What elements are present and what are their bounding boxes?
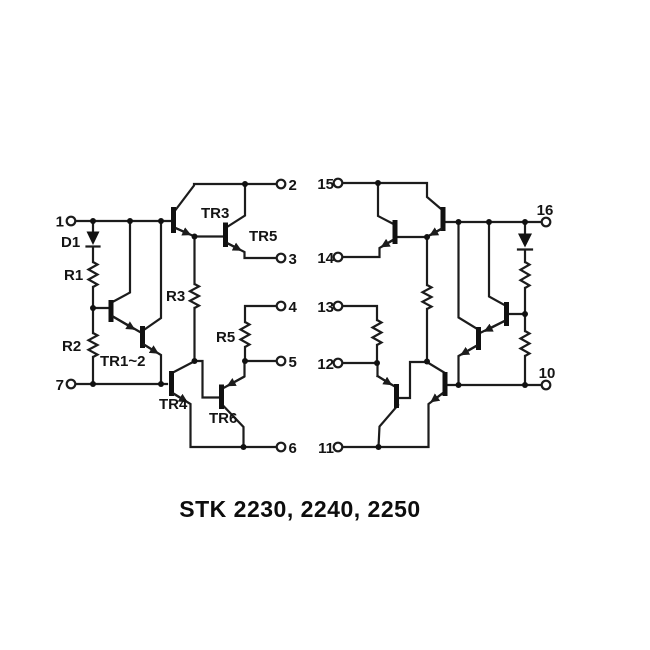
pin-15-terminal bbox=[332, 177, 344, 189]
tr2-emitter-arrow bbox=[142, 343, 159, 354]
q8-emitter-arrow bbox=[429, 227, 443, 236]
tr4-emitter-arrow bbox=[171, 392, 188, 403]
junction-dots-right bbox=[374, 180, 528, 450]
pin-1-label: 1 bbox=[56, 214, 64, 231]
pin-14-label: 14 bbox=[317, 250, 334, 267]
left-channel: 1 7 2 3 4 5 6 D1 R1 R2 TR1~2 TR3 TR5 R3 … bbox=[56, 177, 298, 457]
tr5-emitter-arrow bbox=[226, 242, 242, 251]
q4m-emitter-arrow bbox=[430, 392, 444, 403]
pin-6-label: 6 bbox=[289, 440, 297, 457]
pin-7-terminal bbox=[65, 378, 77, 390]
pin-11-terminal bbox=[332, 441, 344, 453]
q7-emitter-arrow bbox=[380, 238, 394, 248]
pin-13-terminal bbox=[332, 300, 344, 312]
pin-2-label: 2 bbox=[289, 177, 297, 194]
pin-4-terminal bbox=[275, 300, 287, 312]
tr3-emitter-arrow bbox=[175, 226, 192, 236]
label-tr6: TR6 bbox=[209, 410, 237, 427]
figure-title: STK 2230, 2240, 2250 bbox=[179, 496, 420, 522]
pin-15-label: 15 bbox=[317, 176, 334, 193]
label-r5: R5 bbox=[216, 329, 235, 346]
right-channel: 15 14 13 12 11 16 10 bbox=[317, 176, 555, 457]
label-tr3: TR3 bbox=[201, 205, 229, 222]
resistor-r5 bbox=[238, 321, 252, 348]
pin-5-terminal bbox=[275, 355, 287, 367]
pin-3-label: 3 bbox=[289, 251, 297, 268]
pin-6-terminal bbox=[275, 441, 287, 453]
pin-12-label: 12 bbox=[317, 356, 334, 373]
pin-5-label: 5 bbox=[289, 354, 297, 371]
pin-11-label: 11 bbox=[318, 440, 334, 457]
label-tr1-2: TR1~2 bbox=[100, 353, 145, 370]
pin-10-label: 10 bbox=[539, 365, 556, 382]
tr1-emitter-arrow bbox=[111, 315, 136, 330]
q2m-emitter-arrow bbox=[460, 344, 478, 356]
label-d1: D1 bbox=[61, 234, 80, 251]
pin-16-label: 16 bbox=[537, 202, 554, 219]
junction-dots-left bbox=[90, 181, 248, 450]
label-r2: R2 bbox=[62, 338, 81, 355]
resistor-r2 bbox=[86, 332, 100, 358]
pin-16-terminal bbox=[540, 216, 552, 228]
pin-3-terminal bbox=[275, 252, 287, 264]
resistor-right-r5m bbox=[370, 319, 384, 346]
pin-7-label: 7 bbox=[56, 377, 64, 394]
pin-13-label: 13 bbox=[317, 299, 334, 316]
label-tr5: TR5 bbox=[249, 228, 277, 245]
q1m-emitter-arrow bbox=[483, 320, 506, 332]
pin-10-terminal bbox=[540, 379, 552, 391]
q6m-emitter-arrow bbox=[376, 375, 393, 386]
tr6-emitter-arrow bbox=[226, 375, 246, 387]
pin-4-label: 4 bbox=[289, 299, 298, 316]
resistor-r3 bbox=[187, 283, 202, 309]
label-tr4: TR4 bbox=[159, 396, 188, 413]
resistor-r1 bbox=[86, 261, 100, 288]
pin-1-terminal bbox=[65, 215, 77, 227]
pin-12-terminal bbox=[332, 357, 344, 369]
label-r3: R3 bbox=[166, 288, 185, 305]
pin-2-terminal bbox=[275, 178, 287, 190]
resistor-right-r2m bbox=[518, 330, 532, 357]
pin-14-terminal bbox=[332, 251, 344, 263]
label-r1: R1 bbox=[64, 267, 83, 284]
resistor-right-r6 bbox=[420, 284, 434, 310]
diode-d1 bbox=[85, 231, 101, 248]
diode-right bbox=[516, 233, 534, 251]
resistor-right-r1m bbox=[518, 261, 532, 289]
